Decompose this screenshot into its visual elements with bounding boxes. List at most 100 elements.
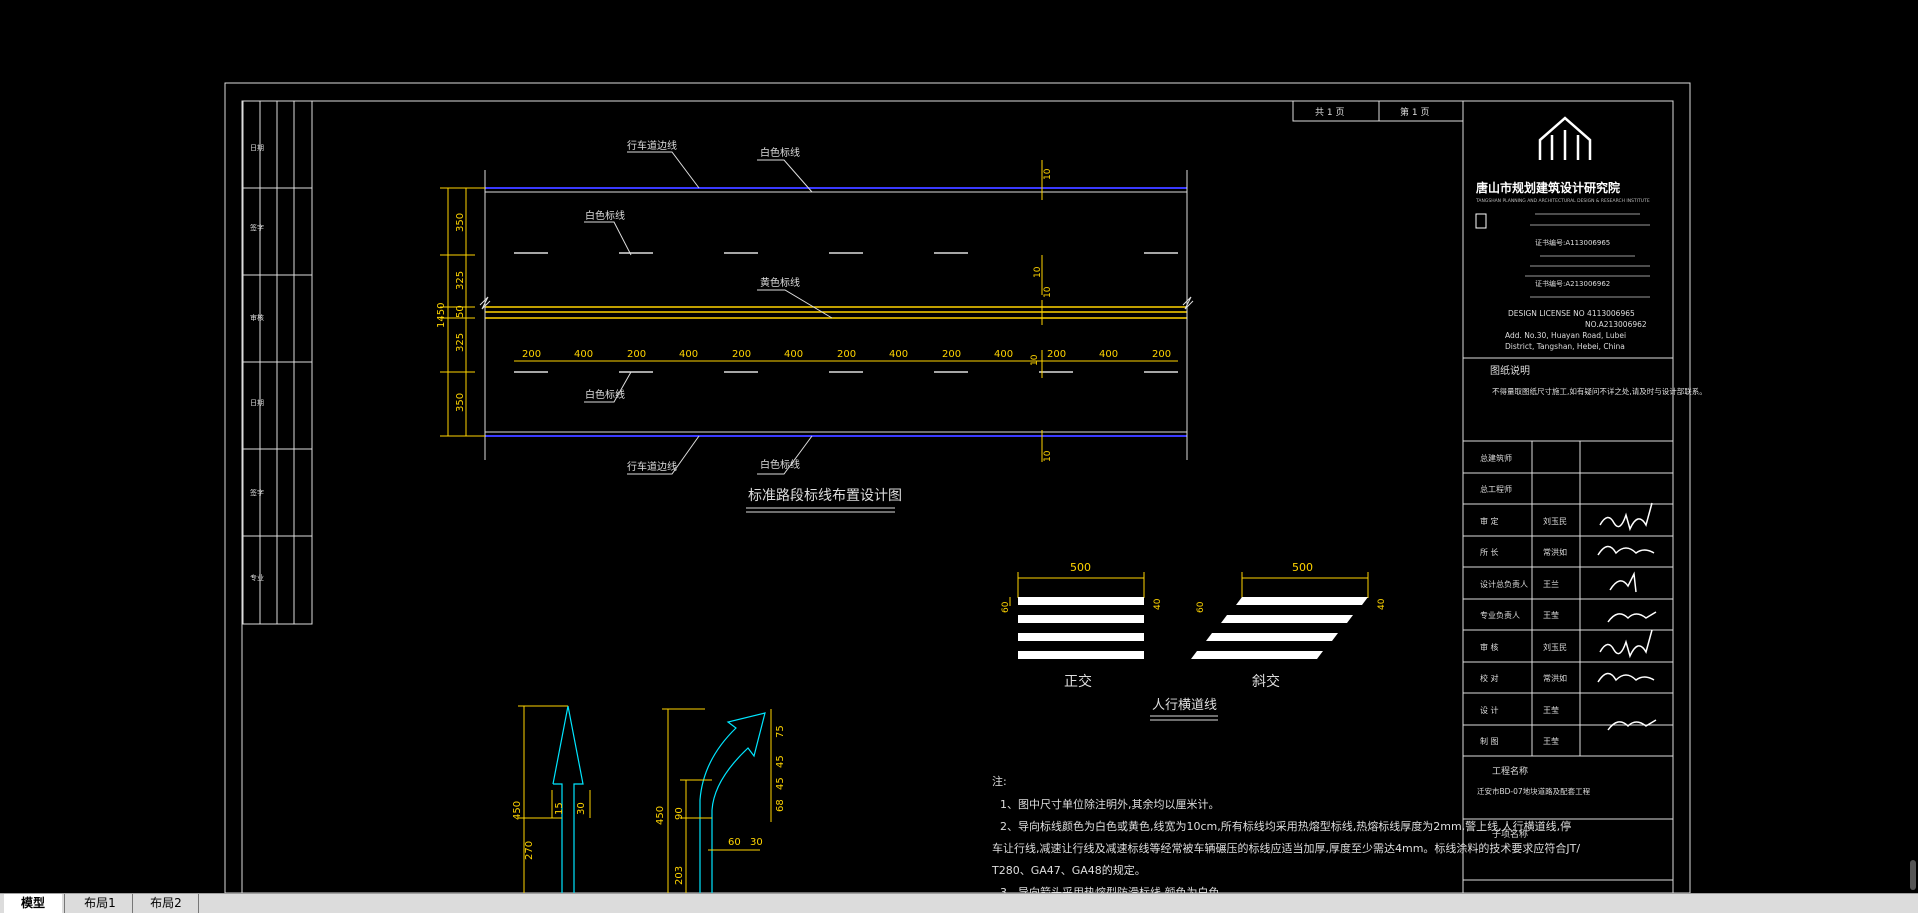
license-en-1: DESIGN LICENSE NO 4113006965: [1508, 309, 1635, 318]
drawing-text: 10: [1030, 354, 1040, 366]
cert-filler-lines: [1525, 213, 1650, 298]
drawing-text: 325: [455, 333, 466, 352]
drawing-text: 60: [728, 837, 741, 848]
label-white-line-bottom: 白色标线: [760, 458, 800, 471]
signature-6: [1607, 611, 1657, 623]
signature-5: [1609, 571, 1637, 593]
drawing-text: 68: [775, 799, 786, 812]
drawing-text: 450: [512, 801, 523, 820]
drawing-text: 350: [455, 213, 466, 232]
drawing-text: 200: [1047, 349, 1066, 360]
strip-cell-6: 专业: [250, 573, 264, 582]
signature-8: [1597, 672, 1655, 683]
strip-cell-4: 日期: [250, 399, 264, 407]
signature-3: [1599, 502, 1653, 532]
notes-text: 不得量取图纸尺寸施工,如有疑问不详之处,请及时与设计部联系。: [1492, 386, 1707, 396]
drawing-text: 30: [750, 837, 763, 848]
name-8: 常洪如: [1543, 673, 1567, 683]
role-2: 总工程师: [1480, 484, 1512, 494]
strip-cell-2: 签字: [250, 223, 264, 232]
drawing-text: 270: [524, 841, 535, 860]
crosswalk-skew-label: 斜交: [1252, 673, 1280, 690]
drawing-text: 400: [889, 349, 908, 360]
crosswalk-gap-h: 40: [1153, 598, 1163, 610]
crosswalk-skew-dim: 500: [1292, 561, 1313, 574]
role-8: 校 对: [1480, 673, 1499, 683]
drawing-text: 90: [674, 807, 685, 820]
tab-layout1[interactable]: 布局1: [84, 896, 116, 910]
tab-model[interactable]: 模型: [4, 894, 62, 913]
dash-dims: 200 400 200 400 200 400 200 400 200 400 …: [522, 349, 1171, 360]
left-dims: 350 325 50 325 350 1450: [436, 213, 466, 412]
role-6: 专业负责人: [1480, 610, 1520, 620]
signature-7: [1599, 629, 1653, 659]
crosswalk-title: 人行横道线: [1152, 698, 1217, 713]
cert-stamp-icon: [1475, 213, 1487, 229]
strip-cell-3: 审核: [250, 313, 264, 322]
tab-layout2[interactable]: 布局2: [150, 896, 182, 910]
name-10: 王莹: [1543, 736, 1559, 746]
sheet-outer-frame: [224, 82, 1691, 893]
roles-labels: 总建筑师 总工程师 审 定 所 长 设计总负责人 专业负责人 审 核 校 对 设…: [1480, 453, 1528, 746]
label-white-dash: 白色标线: [585, 209, 625, 222]
drawing-text: 203: [674, 866, 685, 885]
drawing-text: 30: [576, 802, 587, 815]
signature-4: [1597, 545, 1655, 556]
drawing-text: 400: [1099, 349, 1118, 360]
drawing-canvas[interactable]: 日期 签字 审核 日期 签字 专业 共 1 页 第 1 页: [0, 0, 1918, 893]
note-line-4: T280、GA47、GA48的规定。: [991, 863, 1146, 877]
arrow-straight: [552, 705, 584, 893]
arrow-turn-dims: [662, 708, 772, 893]
role-3: 审 定: [1480, 516, 1499, 526]
drawing-text: 40: [1377, 598, 1387, 610]
name-3: 刘玉民: [1543, 516, 1567, 526]
drawing-text: 200: [732, 349, 751, 360]
role-9: 设 计: [1480, 705, 1499, 715]
arrow-mid-dims: 450 90 203 45 45 75 68 60 30: [655, 725, 786, 885]
label-ped-lane-top: 行车道边线: [627, 139, 677, 152]
note-line-1: 1、图中尺寸单位除注明外,其余均以厘米计。: [1000, 797, 1220, 811]
crosswalk-ortho: [1009, 572, 1145, 659]
drawing-text: 400: [574, 349, 593, 360]
drawing-text: 450: [655, 806, 666, 825]
label-white-line-top: 白色标线: [760, 146, 800, 159]
drawing-text: 15: [554, 802, 565, 815]
name-5: 王兰: [1543, 579, 1559, 589]
signature-9: [1607, 719, 1657, 731]
label-yellow-line: 黄色标线: [760, 276, 800, 289]
crosswalk-ortho-dim: 500: [1070, 561, 1091, 574]
drawing-text: 10: [1043, 168, 1053, 180]
left-strip-labels: 日期 签字 审核 日期 签字 专业: [250, 144, 264, 582]
plan-title: 标准路段标线布置设计图: [748, 488, 902, 504]
note-line-2: 2、导向标线颜色为白色或黄色,线宽为10cm,所有标线均采用热熔型标线,热熔标线…: [1000, 819, 1571, 833]
right-dims: 10 10 10 10 10: [1030, 168, 1053, 462]
drawing-text: 1450: [436, 303, 447, 328]
project-label: 工程名称: [1492, 765, 1528, 777]
license-en-2: NO.A213006962: [1585, 320, 1647, 329]
drawing-text: 200: [1152, 349, 1171, 360]
road-plan: [479, 170, 1194, 460]
drawing-text: 200: [522, 349, 541, 360]
company-name: 唐山市规划建筑设计研究院: [1476, 180, 1620, 195]
left-dims-lines: [440, 187, 485, 437]
arrow-straight-dims: [518, 705, 591, 893]
label-white-dash-lower: 白色标线: [585, 388, 625, 401]
drawing-text: 10: [1033, 266, 1043, 278]
strip-cell-5: 签字: [250, 488, 264, 497]
cert-line-2: 证书编号:A213006962: [1535, 279, 1610, 288]
drawing-text: 45: [775, 777, 786, 790]
arrow-turn: [699, 712, 766, 893]
notes-title: 图纸说明: [1490, 364, 1530, 377]
label-ped-lane-bottom: 行车道边线: [627, 460, 677, 473]
role-1: 总建筑师: [1480, 453, 1512, 463]
drawing-text: 350: [455, 393, 466, 412]
drawing-text: 400: [994, 349, 1013, 360]
name-4: 常洪如: [1543, 547, 1567, 557]
crosswalk-skew: [1191, 572, 1369, 659]
layout-tab-bar: 模型 布局1 布局2: [0, 893, 1918, 913]
vertical-scrollbar[interactable]: [1910, 860, 1916, 890]
strip-cell-1: 日期: [250, 144, 264, 152]
drawing-text: 200: [627, 349, 646, 360]
drawing-text: 10: [1043, 450, 1053, 462]
note-line-5: 3、导向箭头采用热熔型防滑标线,颜色为白色。: [1000, 885, 1231, 893]
